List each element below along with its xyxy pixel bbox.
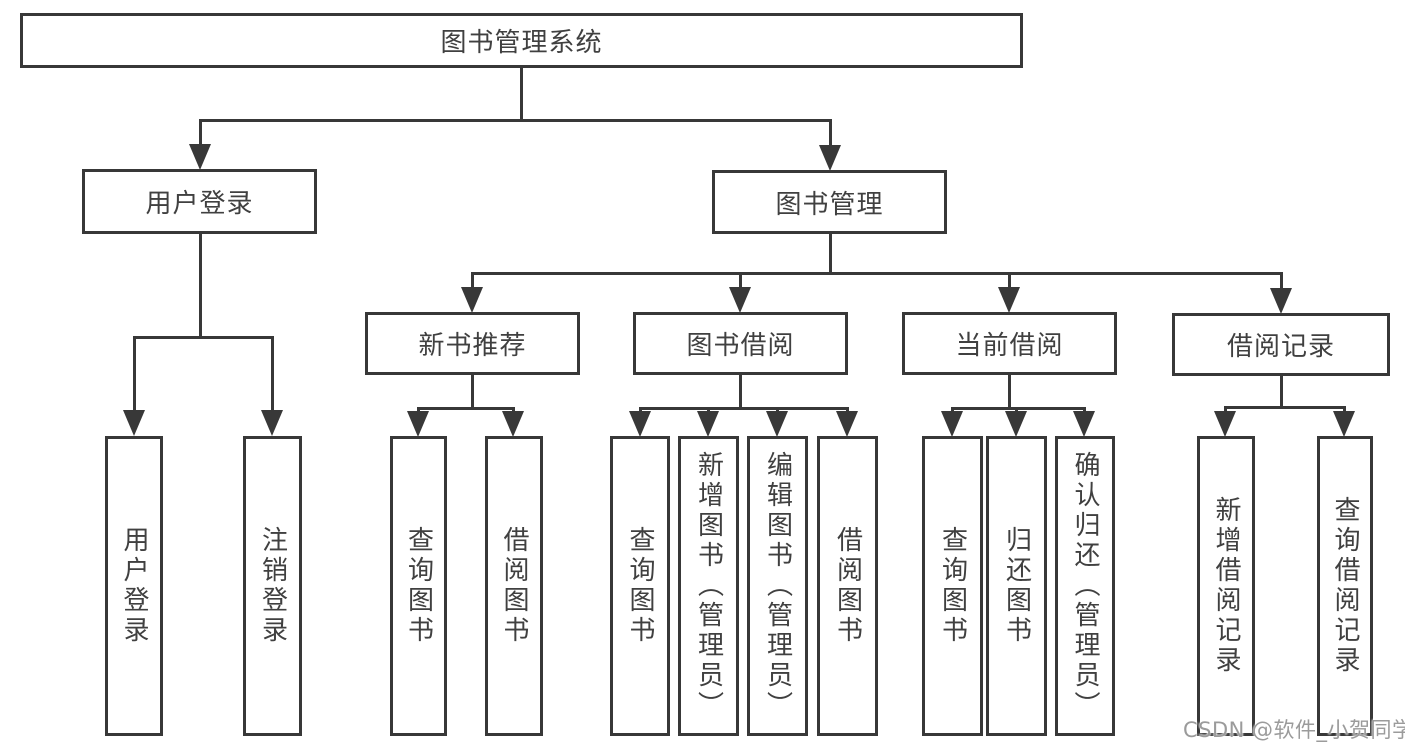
node-leaf-edit-book-admin-label: 编辑图书（管理员） (762, 451, 793, 721)
arrow-down-icon (1333, 411, 1355, 437)
connector-user-login-distributor (133, 336, 274, 339)
arrow-down-icon (697, 411, 719, 437)
arrow-down-icon (502, 411, 524, 437)
connector-borrow-records-distributor (1224, 406, 1345, 409)
node-leaf-query-borrow-record-label: 查询借阅记录 (1330, 496, 1360, 676)
connector-user-login-stem (199, 234, 202, 337)
connector-drop-current-borrow (1008, 272, 1011, 297)
node-book-management-label: 图书管理 (775, 189, 884, 220)
connector-drop-borrow-records (1280, 272, 1283, 297)
connector-book-management-stem (829, 234, 832, 273)
arrow-down-icon (1270, 288, 1292, 314)
node-book-management: 图书管理 (712, 170, 947, 234)
node-leaf-query-books-borrow: 查询图书 (610, 436, 670, 736)
node-leaf-query-books-recommend: 查询图书 (390, 436, 447, 736)
node-leaf-confirm-return-admin: 确认归还（管理员） (1055, 436, 1115, 736)
arrow-down-icon (941, 411, 963, 437)
connector-drop-recommend (471, 272, 474, 297)
node-user-login: 用户登录 (82, 169, 317, 234)
node-leaf-return-books: 归还图书 (986, 436, 1047, 736)
arrow-down-icon (1214, 411, 1236, 437)
arrow-down-icon (729, 287, 751, 313)
connector-recommend-stem (471, 375, 474, 408)
node-leaf-edit-book-admin: 编辑图书（管理员） (747, 436, 808, 736)
node-leaf-borrow-books-2-label: 借阅图书 (832, 526, 863, 646)
connector-current-borrow-distributor (951, 407, 1086, 410)
arrow-down-icon (1005, 411, 1027, 437)
node-leaf-logout: 注销登录 (243, 436, 302, 736)
arrow-down-icon (189, 144, 211, 170)
node-book-borrow-label: 图书借阅 (686, 331, 795, 361)
node-root-label: 图书管理系统 (440, 28, 603, 58)
watermark: CSDN @软件_小贺同学 (1183, 718, 1405, 742)
connector-recommend-distributor (417, 407, 515, 410)
node-new-book-recommend: 新书推荐 (365, 312, 580, 375)
node-book-borrow: 图书借阅 (633, 312, 848, 375)
node-user-login-label: 用户登录 (145, 189, 254, 219)
arrow-down-icon (836, 411, 858, 437)
arrow-down-icon (261, 410, 283, 436)
node-leaf-borrow-books-recommend: 借阅图书 (485, 436, 543, 736)
node-leaf-query-books-current: 查询图书 (922, 436, 983, 736)
node-leaf-add-book-admin-label: 新增图书（管理员） (693, 451, 724, 721)
node-leaf-return-books-label: 归还图书 (1001, 526, 1032, 646)
arrow-down-icon (819, 145, 841, 171)
node-current-borrow: 当前借阅 (902, 312, 1117, 375)
arrow-down-icon (1073, 411, 1095, 437)
node-borrow-records: 借阅记录 (1172, 313, 1390, 376)
arrow-down-icon (629, 411, 651, 437)
connector-book-borrow-stem (739, 375, 742, 408)
node-new-book-recommend-label: 新书推荐 (418, 331, 527, 361)
node-leaf-add-borrow-record-label: 新增借阅记录 (1211, 496, 1241, 676)
arrow-down-icon (123, 410, 145, 436)
connector-root-distributor (199, 119, 831, 122)
connector-drop-leaf (271, 336, 274, 421)
node-leaf-borrow-books-recommend-label: 借阅图书 (499, 526, 529, 646)
node-leaf-user-login-label: 用户登录 (119, 526, 149, 646)
connector-drop-leaf (133, 336, 136, 421)
connector-book-borrow-distributor (639, 407, 848, 410)
connector-root-stem (520, 68, 523, 120)
node-leaf-query-books-current-label: 查询图书 (937, 526, 968, 646)
node-leaf-add-book-admin: 新增图书（管理员） (678, 436, 739, 736)
connector-borrow-records-stem (1280, 376, 1283, 407)
node-leaf-user-login: 用户登录 (105, 436, 163, 736)
connector-book-management-distributor (471, 272, 1282, 275)
node-borrow-records-label: 借阅记录 (1226, 332, 1335, 362)
node-current-borrow-label: 当前借阅 (955, 331, 1064, 361)
node-leaf-query-borrow-record: 查询借阅记录 (1317, 436, 1373, 736)
connector-current-borrow-stem (1008, 375, 1011, 408)
connector-drop-book-management (829, 119, 832, 159)
arrow-down-icon (766, 411, 788, 437)
node-leaf-query-books-recommend-label: 查询图书 (403, 526, 434, 646)
connector-drop-book-borrow (739, 272, 742, 297)
arrow-down-icon (998, 287, 1020, 313)
node-root: 图书管理系统 (20, 13, 1023, 68)
arrow-down-icon (407, 411, 429, 437)
node-leaf-borrow-books-2: 借阅图书 (817, 436, 878, 736)
node-leaf-logout-label: 注销登录 (257, 526, 288, 646)
node-leaf-confirm-return-admin-label: 确认归还（管理员） (1070, 451, 1100, 721)
node-leaf-query-books-borrow-label: 查询图书 (625, 526, 655, 646)
connector-drop-user-login (199, 119, 202, 159)
node-leaf-add-borrow-record: 新增借阅记录 (1197, 436, 1255, 736)
arrow-down-icon (461, 287, 483, 313)
